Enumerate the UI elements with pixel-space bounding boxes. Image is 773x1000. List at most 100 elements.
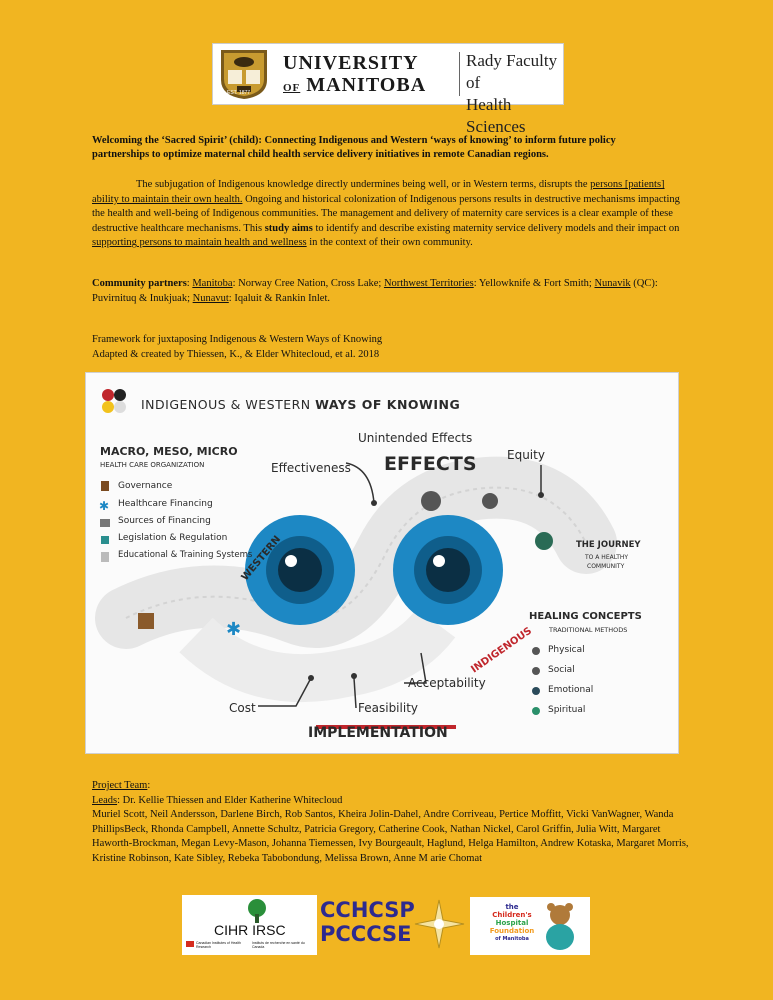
- region-text: : Yellowknife & Fort Smith;: [473, 278, 595, 289]
- star-cluster-icon: [414, 899, 465, 949]
- people-icon: [421, 491, 441, 511]
- cihr-text: CIHR IRSC: [214, 922, 286, 938]
- figure-heading-bold: WAYS OF KNOWING: [315, 397, 461, 412]
- label-cost: Cost: [229, 701, 256, 715]
- cchcsp-logo: CCHCSP PCCCSE: [320, 898, 415, 946]
- region-manitoba: Manitoba: [192, 278, 233, 289]
- label-acceptability: Acceptability: [408, 676, 486, 690]
- tree-icon: [248, 899, 266, 923]
- abstract-bold: study aims: [264, 222, 313, 234]
- abstract-text-2: Ongoing and historical colonization of I…: [92, 193, 680, 234]
- emotional-icon: [532, 687, 540, 695]
- macro-item: Educational & Training Systems: [118, 550, 253, 560]
- spiritual-small-icon: [532, 707, 540, 715]
- figure-graphic: ✱ ✱: [95, 389, 617, 729]
- region-nunavik: Nunavik: [594, 278, 631, 289]
- label-feasibility: Feasibility: [358, 701, 418, 715]
- leads-names: : Dr. Kellie Thiessen and Elder Katherin…: [117, 794, 343, 806]
- hospital-text: the Children's Hospital Foundation of Ma…: [482, 903, 542, 943]
- region-nwt: Northwest Territories: [383, 278, 474, 289]
- hospital-text-line: of Manitoba: [495, 936, 529, 942]
- abstract-text-1: The subjugation of Indigenous knowledge …: [136, 179, 591, 190]
- figure-heading-light: INDIGENOUS & WESTERN: [141, 397, 316, 412]
- team-label: Project Team: [92, 780, 148, 791]
- spiritual-icon: [535, 532, 553, 550]
- pcccse-text: PCCCSE: [320, 922, 412, 946]
- healing-subtitle: TRADITIONAL METHODS: [549, 626, 628, 634]
- label-equity: Equity: [507, 448, 545, 462]
- university-logo: UNIVERSITY OF MANITOBA Rady Faculty of H…: [212, 43, 564, 136]
- macro-item: Governance: [118, 481, 173, 491]
- logo-divider: [459, 52, 460, 96]
- label-implementation: IMPLEMENTATION: [308, 725, 448, 741]
- region-text: (QC): Puvirnituq & Inukjuak;: [92, 278, 658, 304]
- partners-label: Community partners: [92, 278, 187, 289]
- framework-caption: Framework for juxtaposing Indigenous & W…: [92, 333, 512, 362]
- abstract-underline-1: persons [patients] ability to maintain t…: [92, 179, 665, 205]
- western-eye-icon: [245, 515, 355, 625]
- abstract-text-4: in the context of their own community.: [306, 237, 473, 249]
- project-team: Project Team: Leads: Dr. Kellie Thiessen…: [92, 779, 692, 867]
- region-text: : Norway Cree Nation, Cross Lake;: [232, 278, 384, 289]
- macro-item: Legislation & Regulation: [118, 533, 228, 543]
- asterisk-icon: ✱: [226, 619, 241, 640]
- journey-line2: TO A HEALTHY: [585, 554, 629, 561]
- cchcsp-text: CCHCSP: [320, 898, 415, 922]
- healing-title: HEALING CONCEPTS: [529, 611, 642, 622]
- healthcare-financing-icon: ✱: [99, 499, 109, 513]
- university-name-line1: UNIVERSITY: [283, 52, 419, 74]
- community-partners: Community partners: Manitoba: Norway Cre…: [92, 278, 658, 304]
- university-name-line2: MANITOBA: [306, 74, 427, 96]
- social-icon: [532, 667, 540, 675]
- label-unintended-effects: Unintended Effects: [358, 431, 473, 445]
- macro-title: MACRO, MESO, MICRO: [100, 445, 238, 458]
- podium-icon: [138, 613, 154, 629]
- legislation-icon: [101, 536, 109, 544]
- poster-title: Welcoming the ‘Sacred Spirit’ (child): C…: [92, 135, 616, 160]
- label-effectiveness: Effectiveness: [271, 461, 351, 475]
- healing-item: Social: [548, 665, 575, 675]
- faculty-line2: Health Sciences: [466, 95, 526, 136]
- macro-item: Healthcare Financing: [118, 499, 213, 509]
- cihr-logo: CIHR IRSC Canadian Institutes of Health …: [182, 895, 317, 955]
- crest-icon: [221, 50, 267, 99]
- figure-heading: INDIGENOUS & WESTERN WAYS OF KNOWING: [141, 397, 460, 412]
- region-text: : Iqaluit & Rankin Inlet.: [228, 292, 330, 304]
- cihr-en: Canadian Institutes of Health Research: [196, 941, 241, 949]
- macro-item: Sources of Financing: [118, 516, 211, 526]
- abstract: The subjugation of Indigenous knowledge …: [92, 178, 680, 251]
- hospital-text-line: Children's: [492, 911, 532, 919]
- university-of: OF: [283, 82, 301, 94]
- cihr-fr: Instituts de recherche en santé du Canad…: [252, 941, 305, 949]
- governance-icon: [101, 481, 109, 491]
- four-colour-logo-icon: [102, 389, 126, 413]
- label-effects: EFFECTS: [384, 453, 477, 475]
- hospital-text-line: the: [505, 903, 519, 911]
- abstract-text-3: to identify and describe existing matern…: [312, 222, 680, 234]
- journey-line1: THE JOURNEY: [576, 540, 641, 550]
- hospital-text-line: Foundation: [489, 927, 535, 935]
- education-icon: [101, 552, 109, 562]
- region-nunavut: Nunavut: [192, 292, 229, 304]
- framework-line1: Framework for juxtaposing Indigenous & W…: [92, 334, 383, 345]
- leads-label: Leads: [92, 794, 118, 806]
- canada-flag-icon: [186, 941, 194, 947]
- abstract-underline-2: supporting persons to maintain health an…: [92, 237, 307, 249]
- healing-item: Emotional: [548, 685, 594, 695]
- journey-line3: COMMUNITY: [587, 563, 625, 570]
- tree-icon: [482, 493, 498, 509]
- team-members: Muriel Scott, Neil Andersson, Darlene Bi…: [92, 809, 689, 864]
- childrens-hospital-logo: the Children's Hospital Foundation of Ma…: [470, 897, 590, 955]
- healing-item: Physical: [548, 645, 585, 655]
- teddy-bear-icon: [546, 903, 574, 950]
- physical-icon: [532, 647, 540, 655]
- hospital-text-line: Hospital: [495, 919, 529, 927]
- sources-financing-icon: [100, 519, 110, 527]
- macro-subtitle: HEALTH CARE ORGANIZATION: [100, 461, 205, 469]
- ways-of-knowing-figure: ✱ ✱ INDIGENOUS & WESTERN WAYS OF KNOWING…: [85, 372, 679, 754]
- crest-year: EST. 1877: [227, 90, 251, 96]
- healing-item: Spiritual: [548, 705, 586, 715]
- framework-line2: Adapted & created by Thiessen, K., & Eld…: [92, 348, 380, 360]
- indigenous-eye-icon: [393, 515, 503, 625]
- faculty-line1: Rady Faculty of: [466, 51, 558, 92]
